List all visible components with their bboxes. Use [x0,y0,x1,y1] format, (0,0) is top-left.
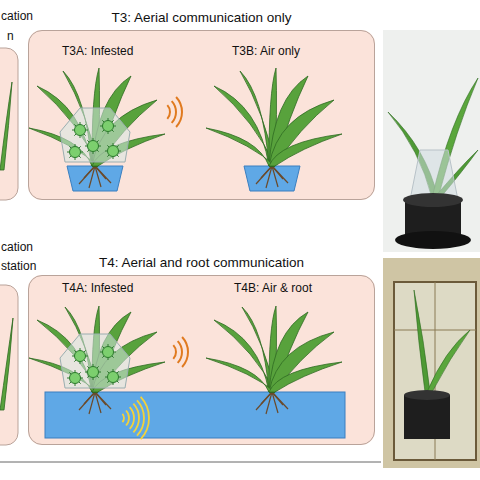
plant-figure [29,68,165,191]
signal-wave [137,400,144,435]
rule-line [0,462,381,463]
plant-figure [206,306,342,414]
plant-figure [206,68,342,191]
treatment-label: station [1,259,36,273]
signal-wave [172,101,176,123]
insect [105,369,121,385]
root [261,392,272,404]
cropped-panel [0,48,18,200]
leaf [0,318,13,410]
cropped-panel [0,285,18,445]
leaf [214,86,275,166]
leaf [214,320,275,392]
cage-outline [60,334,130,388]
photo-background [383,30,480,252]
insect-body [103,347,114,358]
treatment-label: n [7,29,14,43]
panel-fill [28,30,375,200]
treatment-label: T4A: Infested [62,281,133,295]
photo-background [383,258,480,468]
signal-wave [182,337,188,367]
insect [105,143,121,159]
root [95,392,106,405]
insect [85,364,101,380]
signal-wave [122,414,124,422]
leaf [269,362,342,392]
insect [67,370,83,386]
photo-pot [404,395,450,439]
insect [100,344,116,360]
insect-body [88,141,99,152]
photo-leaf [414,290,430,392]
signal-wave [130,407,134,429]
photo-saucer [395,231,471,249]
insect-body [75,351,86,362]
photo-pot-rim [404,390,450,400]
root [272,166,283,179]
leaf [0,82,12,170]
leaf [206,128,275,166]
root [84,392,95,404]
signal-wave [133,404,139,433]
insect [85,138,101,154]
root [84,166,95,178]
insect-body [88,367,99,378]
insect [72,348,88,364]
pot [244,166,300,191]
photo-cage [410,150,458,200]
panel-fill [28,275,375,445]
photo-leaf [427,330,470,392]
treatment-label: cation [1,240,33,254]
insect [100,118,116,134]
panel-box: T4: Aerial and root communication [28,275,375,445]
root [272,166,288,183]
signal-wave [176,97,182,127]
root [261,166,272,178]
insect-body [70,147,81,158]
insect-body [75,125,86,136]
treatment-label: T3B: Air only [232,44,300,58]
insect-cage [60,108,130,162]
insect [67,144,83,160]
insect [72,122,88,138]
signal-wave [178,341,182,363]
signal-wave [126,411,129,426]
insect-body [70,373,81,384]
root [95,166,106,179]
insect-body [108,146,119,157]
water-tub [45,392,345,438]
root [95,392,111,409]
treatment-label: T3A: Infested [62,44,133,58]
leaf [206,358,275,392]
treatment-label: T4B: Air & root [234,281,312,295]
panel-title: T4: Aerial and root communication [99,255,304,270]
root [95,166,111,183]
root [272,392,288,409]
leaf [269,134,342,166]
plant-group [29,68,342,414]
pot [67,166,123,191]
photo-tent [394,282,476,460]
photo-pot-rim [403,193,463,207]
signal-wave [167,105,170,119]
insect-body [108,372,119,383]
insect-body [103,121,114,132]
signal-wave [141,397,149,439]
signal-wave [173,345,176,359]
cage-outline [60,108,130,162]
plant-figure [29,306,165,414]
treatment-label: cation [1,9,33,23]
insect-cage [60,334,130,388]
panel-title: T3: Aerial communication only [111,10,291,25]
root [272,392,283,405]
